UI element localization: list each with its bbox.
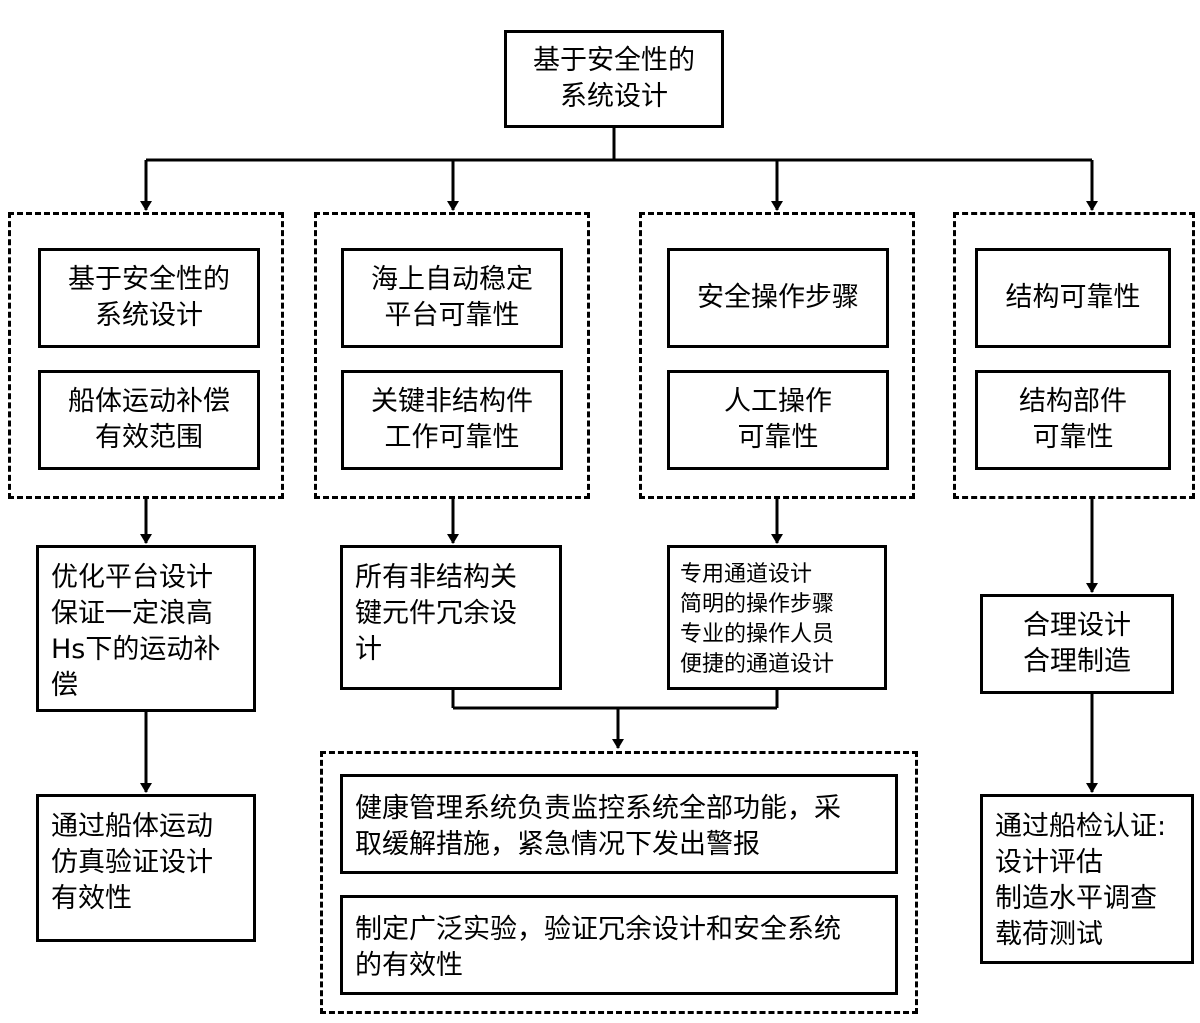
outcome-col4-design: 合理设计 合理制造 [980, 594, 1174, 694]
group-4-item-2: 结构部件 可靠性 [975, 370, 1171, 470]
group-3 [639, 212, 915, 499]
group-2 [314, 212, 590, 499]
outcome-col1-design: 优化平台设计 保证一定浪高 Hs下的运动补 偿 [36, 545, 256, 712]
group-4 [953, 212, 1195, 499]
group-3-item-1: 安全操作步骤 [667, 248, 889, 348]
group-4-item-1: 结构可靠性 [975, 248, 1171, 348]
group-1-item-1: 基于安全性的 系统设计 [38, 248, 260, 348]
bottom-group [320, 751, 918, 1014]
group-3-item-2: 人工操作 可靠性 [667, 370, 889, 470]
outcome-col3-access: 专用通道设计 简明的操作步骤 专业的操作人员 便捷的通道设计 [667, 545, 887, 690]
root-node: 基于安全性的 系统设计 [504, 30, 724, 128]
bottom-item-experiments: 制定广泛实验，验证冗余设计和安全系统 的有效性 [340, 895, 898, 995]
bottom-item-health-management: 健康管理系统负责监控系统全部功能，采 取缓解措施，紧急情况下发出警报 [340, 774, 898, 874]
group-1 [8, 212, 284, 499]
outcome-col4-certification: 通过船检认证: 设计评估 制造水平调查 载荷测试 [980, 794, 1194, 964]
group-1-item-2: 船体运动补偿 有效范围 [38, 370, 260, 470]
group-2-item-1: 海上自动稳定 平台可靠性 [341, 248, 563, 348]
group-2-item-2: 关键非结构件 工作可靠性 [341, 370, 563, 470]
outcome-col1-validation: 通过船体运动 仿真验证设计 有效性 [36, 794, 256, 942]
outcome-col2-redundancy: 所有非结构关 键元件冗余设 计 [340, 545, 562, 690]
